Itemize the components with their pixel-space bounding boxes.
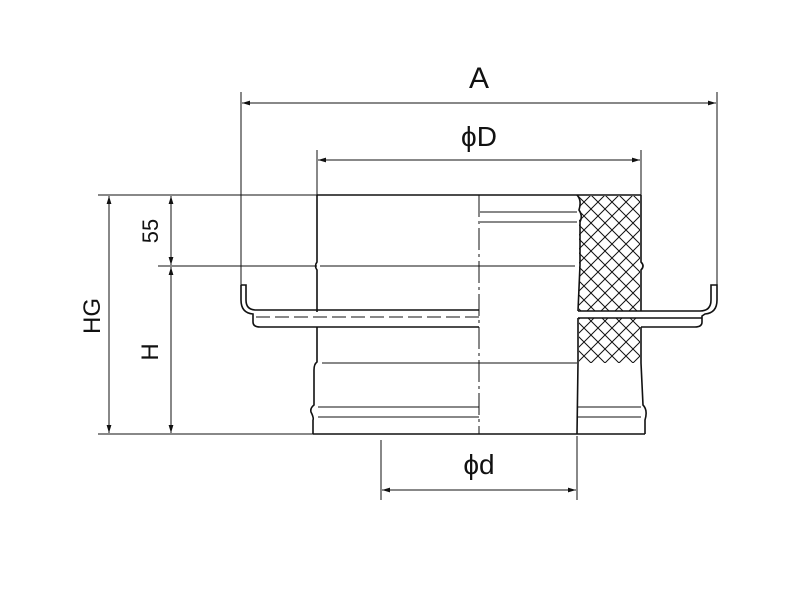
dimension-outer-diameter: ϕD	[316, 121, 642, 195]
dimension-heights: HG H 55	[79, 194, 317, 435]
left-flange	[240, 285, 479, 328]
label-inner-diameter: ϕd	[463, 449, 494, 480]
outer-wall	[640, 195, 647, 434]
pipe-body	[310, 194, 647, 435]
flange-bracket	[240, 284, 718, 328]
dimension-inner-diameter: ϕd	[380, 436, 578, 500]
label-total-height: HG	[79, 298, 106, 334]
label-top-offset: 55	[138, 219, 163, 243]
dimension-a: A	[240, 62, 718, 286]
insulation-hatch	[579, 318, 640, 363]
right-hook	[578, 284, 718, 328]
label-outer-diameter: ϕD	[461, 121, 497, 152]
left-wall	[310, 195, 318, 434]
label-a: A	[469, 62, 489, 95]
label-height: H	[137, 343, 164, 360]
left-hook	[241, 284, 479, 311]
insulation-hatch	[579, 196, 640, 311]
